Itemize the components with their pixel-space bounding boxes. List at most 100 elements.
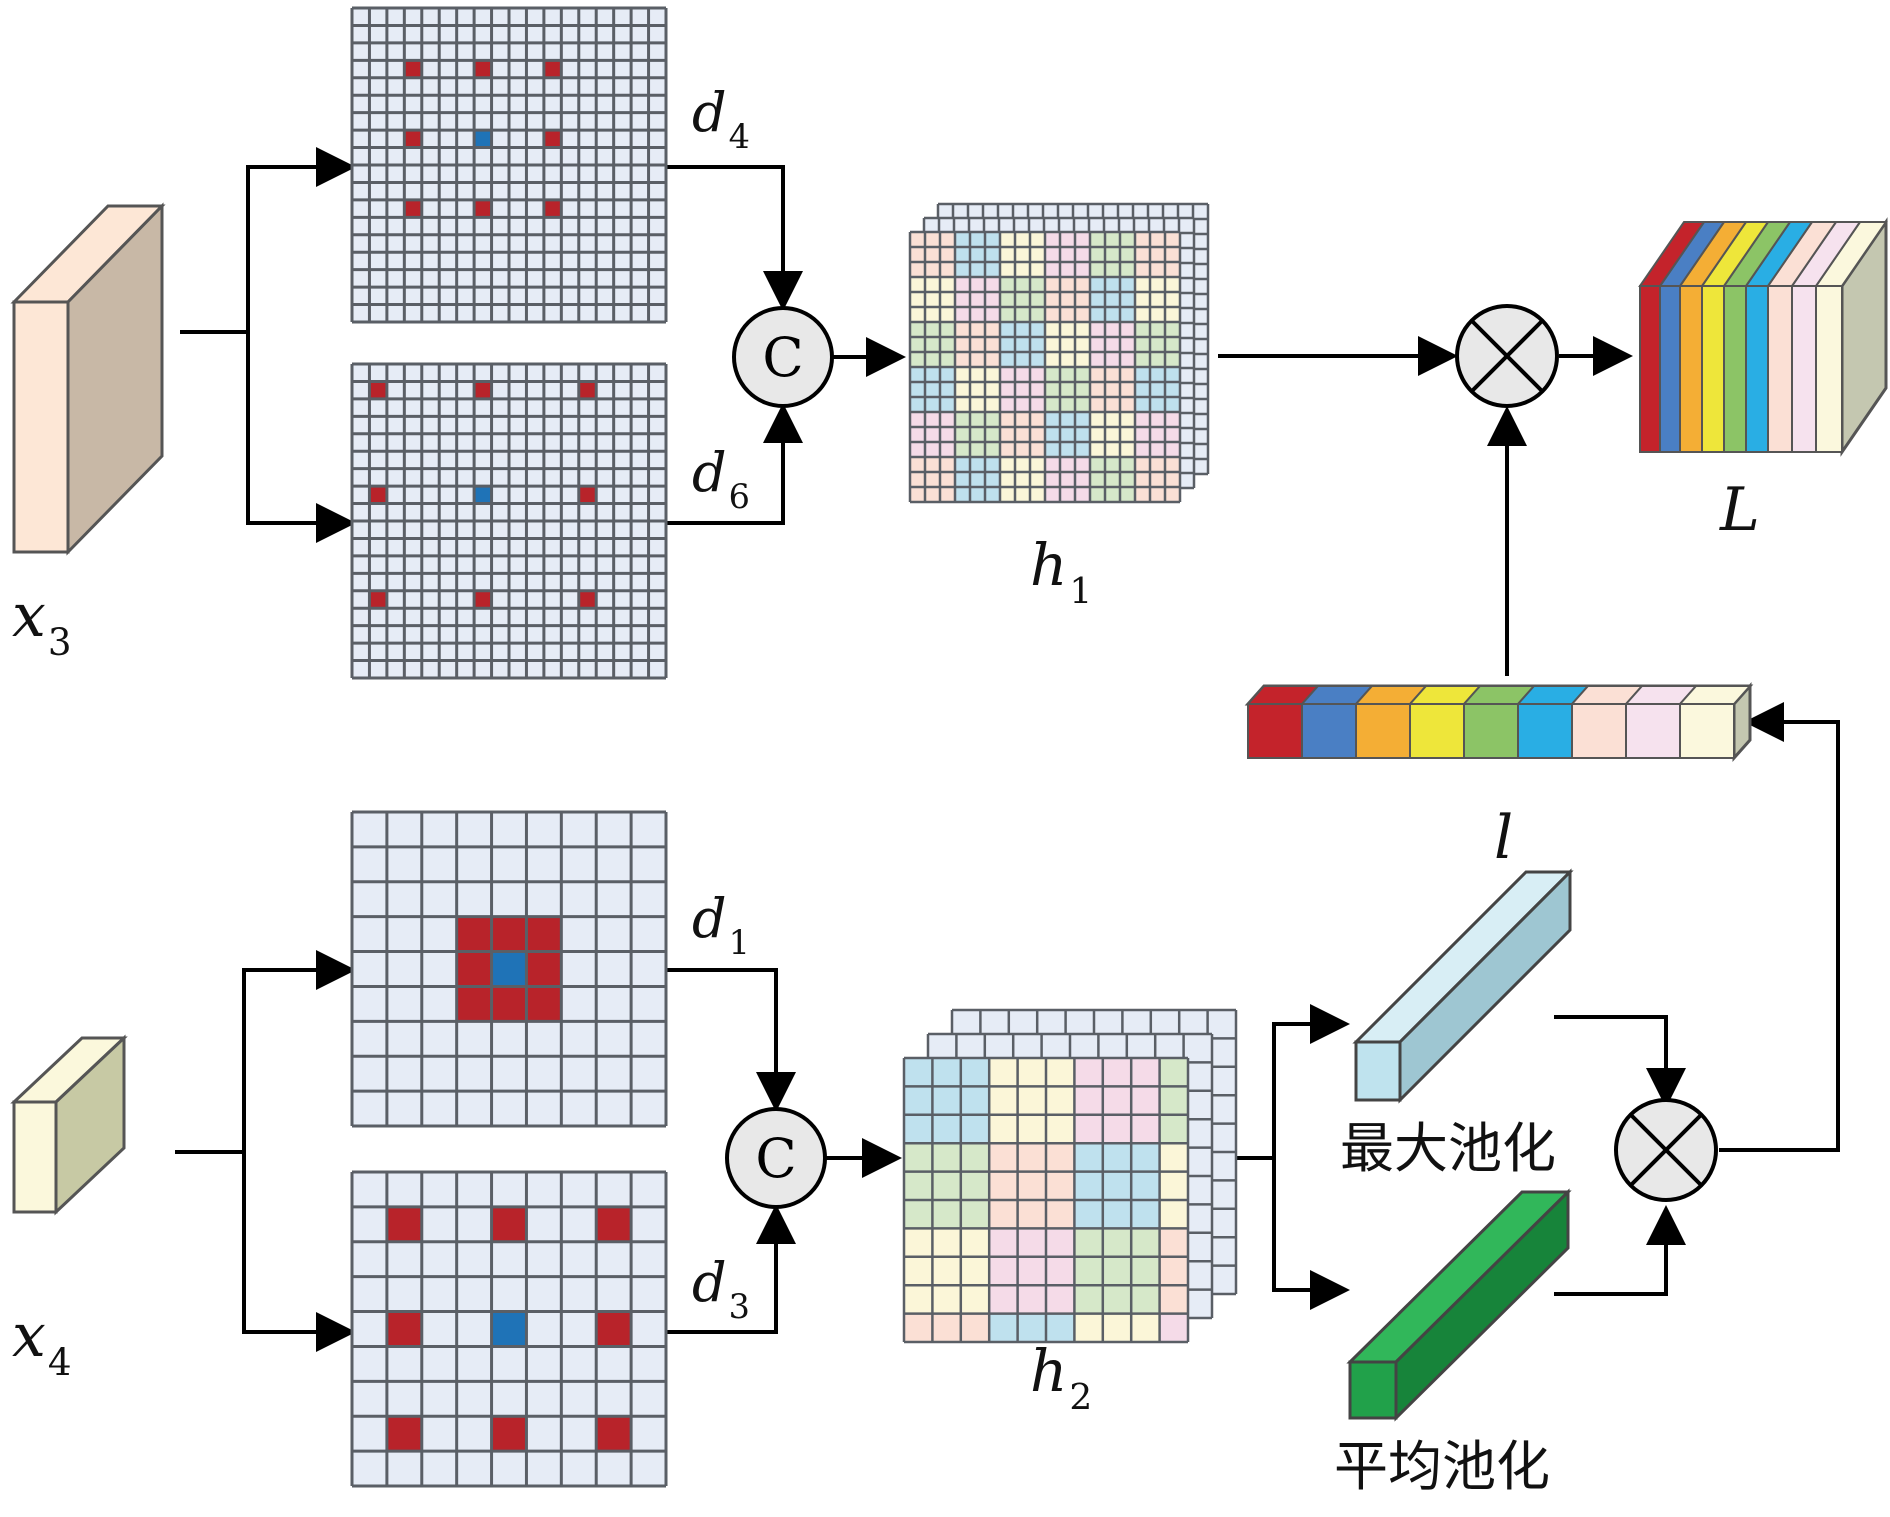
feature-map-h2-cell xyxy=(1074,1086,1103,1115)
feature-map-h2-cell xyxy=(1131,1313,1160,1342)
feature-map-h2-cell xyxy=(1046,1313,1075,1342)
feature-map-h1-cell xyxy=(1105,382,1120,397)
feature-map-h1-cell xyxy=(1120,367,1135,382)
feature-map-h1-cell xyxy=(1060,322,1075,337)
feature-map-h1-cell xyxy=(910,262,925,277)
feature-map-h2-cell xyxy=(960,1285,990,1314)
feature-map-h2-cell xyxy=(960,1086,990,1115)
feature-map-h1-cell xyxy=(955,277,970,292)
feature-map-h1-cell xyxy=(1165,352,1180,367)
feature-map-h1-cell xyxy=(940,337,955,352)
grid-d4-kernel-cell xyxy=(404,199,422,218)
grid-d6-kernel-cell xyxy=(474,381,492,399)
feature-map-h2-cell xyxy=(960,1171,990,1200)
feature-map-h1-cell xyxy=(925,442,940,457)
feature-map-h2-cell xyxy=(1131,1114,1160,1144)
feature-map-h1-cell xyxy=(1105,457,1120,472)
feature-map-h2-cell xyxy=(1102,1256,1132,1286)
feature-map-h1-cell xyxy=(1090,367,1105,382)
feature-map-h1-cell xyxy=(955,397,970,412)
feature-map-h2-cell xyxy=(904,1058,933,1087)
feature-map-h2-cell xyxy=(1102,1200,1132,1229)
feature-map-h1-cell xyxy=(1015,382,1030,397)
feature-map-h1-cell xyxy=(1060,232,1075,247)
feature-map-h1-cell xyxy=(1060,277,1075,292)
connectors xyxy=(175,147,1840,1352)
output-L-channel xyxy=(1745,285,1769,453)
feature-map-h1-cell xyxy=(1045,277,1060,292)
feature-map-h1-cell xyxy=(1000,367,1015,382)
feature-map-h2-cell xyxy=(904,1143,933,1172)
feature-map-h1-cell xyxy=(1165,472,1180,487)
feature-map-h1-cell xyxy=(955,442,970,457)
feature-map-h1-cell xyxy=(955,352,970,367)
feature-map-h1-cell xyxy=(1000,262,1015,277)
feature-map-h2-cell xyxy=(1074,1114,1103,1144)
feature-map-h1-cell xyxy=(1105,352,1120,367)
feature-map-h1-cell xyxy=(1135,412,1150,427)
feature-map-h1-cell xyxy=(1105,442,1120,457)
feature-map-h1-cell xyxy=(925,472,940,487)
feature-map-h1-cell xyxy=(910,412,925,427)
feature-map-h1-cell xyxy=(1135,472,1150,487)
feature-map-h1-cell xyxy=(955,472,970,487)
feature-map-h1-cell xyxy=(1105,397,1120,412)
feature-map-h1-cell xyxy=(1060,262,1075,277)
feature-map-h1-cell xyxy=(1150,457,1165,472)
multiply-node-bottom xyxy=(1614,1098,1718,1202)
feature-map-h1-cell xyxy=(1150,262,1165,277)
vector-cell xyxy=(1355,703,1411,759)
feature-map-h1-cell xyxy=(1105,232,1120,247)
feature-map-h1-cell xyxy=(1060,412,1075,427)
feature-map-h1-cell xyxy=(1015,457,1030,472)
grid-d4-kernel-cell xyxy=(543,130,562,148)
feature-map-h1-cell xyxy=(970,232,985,247)
feature-map-h1-cell xyxy=(1075,307,1090,322)
grid-d1-kernel-cell xyxy=(456,951,492,987)
feature-map-h1-cell xyxy=(970,322,985,337)
x3-to-d6-arrow xyxy=(246,332,356,543)
grid-d6-center-cell xyxy=(474,486,492,504)
feature-map-h1-cell xyxy=(985,232,1000,247)
feature-map-h1-cell xyxy=(1030,487,1045,502)
feature-map-h1-cell xyxy=(940,412,955,427)
feature-map-h1-cell xyxy=(1135,307,1150,322)
feature-map-h1-cell xyxy=(1030,262,1045,277)
feature-map-h1-cell xyxy=(1105,322,1120,337)
feature-map-h1-cell xyxy=(970,337,985,352)
feature-map-h1-cell xyxy=(1030,337,1045,352)
d1-to-concat-arrow xyxy=(666,968,796,1112)
feature-map-h1-cell xyxy=(1015,352,1030,367)
feature-map-h1-cell xyxy=(985,337,1000,352)
feature-map-h1-cell xyxy=(1150,427,1165,442)
feature-map-h1-cell xyxy=(1150,487,1165,502)
feature-map-h2-cell xyxy=(932,1228,961,1257)
feature-map-h1-cell xyxy=(970,427,985,442)
feature-map-h2-cell xyxy=(932,1086,961,1115)
grid-d4-kernel-cell xyxy=(474,60,492,78)
feature-map-h1-cell xyxy=(1150,292,1165,307)
feature-map-h1-cell xyxy=(985,472,1000,487)
feature-map-h2-cell xyxy=(960,1313,990,1342)
d3-to-concat-arrow xyxy=(666,1204,796,1334)
feature-map-h1-cell xyxy=(985,412,1000,427)
feature-map-h2-cell xyxy=(1017,1058,1046,1087)
grid-d3-center-cell xyxy=(491,1311,527,1347)
feature-map-h2-cell xyxy=(960,1256,990,1286)
feature-map-h1-cell xyxy=(940,487,955,502)
feature-map-h1-cell xyxy=(1090,397,1105,412)
feature-map-h1-cell xyxy=(1030,412,1045,427)
feature-map-h1-cell xyxy=(955,292,970,307)
feature-map-h1-cell xyxy=(1090,307,1105,322)
feature-map-h1-cell xyxy=(1000,232,1015,247)
feature-map-h1-cell xyxy=(1015,232,1030,247)
feature-map-h1-cell xyxy=(1135,277,1150,292)
feature-map-h2-cell xyxy=(1017,1143,1046,1172)
grid-d3-kernel-cell xyxy=(491,1206,527,1242)
feature-map-h1-cell xyxy=(925,412,940,427)
feature-map-h1-cell xyxy=(925,307,940,322)
feature-map-h2-cell xyxy=(932,1285,961,1314)
feature-map-h1-cell xyxy=(1015,427,1030,442)
feature-map-h2-cell xyxy=(1046,1228,1075,1257)
